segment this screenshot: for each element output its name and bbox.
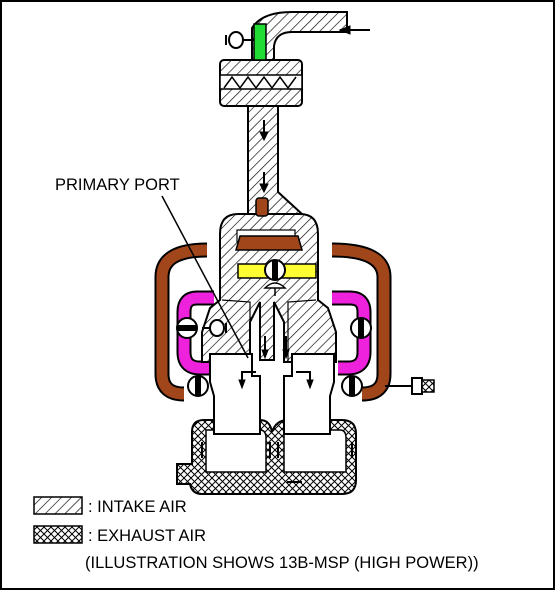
legend-note: (ILLUSTRATION SHOWS 13B-MSP (HIGH POWER)…	[85, 554, 479, 572]
valve-right-upper	[351, 318, 371, 338]
exhaust-swatch	[34, 526, 82, 543]
valve-right-lower	[342, 376, 362, 396]
legend-exhaust-label: : EXHAUST AIR	[88, 527, 206, 545]
throttle-chambers	[210, 354, 334, 434]
legend-intake-label: : INTAKE AIR	[88, 498, 187, 516]
solenoid-right	[385, 378, 434, 394]
legend: : INTAKE AIR : EXHAUST AIR (ILLUSTRATION…	[34, 497, 479, 572]
valve-left-upper	[177, 318, 197, 338]
intake-swatch	[34, 497, 82, 514]
green-passage	[254, 24, 266, 60]
intake-manifold	[202, 12, 347, 362]
primary-port-label: PRIMARY PORT	[55, 176, 180, 194]
valve-left-lower	[188, 376, 208, 396]
legend-exhaust: : EXHAUST AIR	[34, 526, 206, 545]
sensor-top	[226, 32, 254, 48]
legend-intake: : INTAKE AIR	[34, 497, 187, 516]
